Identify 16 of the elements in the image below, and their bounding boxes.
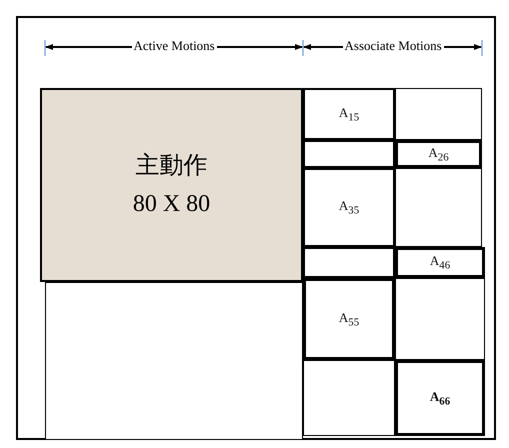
cell-label: A$_{35}$ [338, 198, 360, 217]
panel-size: 80 X 80 [132, 190, 210, 219]
cell-label: A$_{46}$ [430, 253, 450, 272]
matrix-cell [303, 278, 395, 360]
matrix-cell [395, 247, 485, 278]
empty-cell [45, 282, 303, 440]
matrix-cell [303, 168, 395, 247]
cell-label: A$_{66}$ [430, 388, 450, 408]
panel-title: 主動作 [136, 152, 208, 181]
matrix-cell [395, 140, 482, 168]
texture-panel [40, 88, 303, 282]
cell-label: A$_{15}$ [338, 104, 360, 124]
matrix-cell [303, 88, 395, 140]
matrix-cell [395, 360, 485, 436]
cell-label: A$_{26}$ [428, 144, 449, 164]
cell-label: A$_{55}$ [338, 310, 360, 328]
